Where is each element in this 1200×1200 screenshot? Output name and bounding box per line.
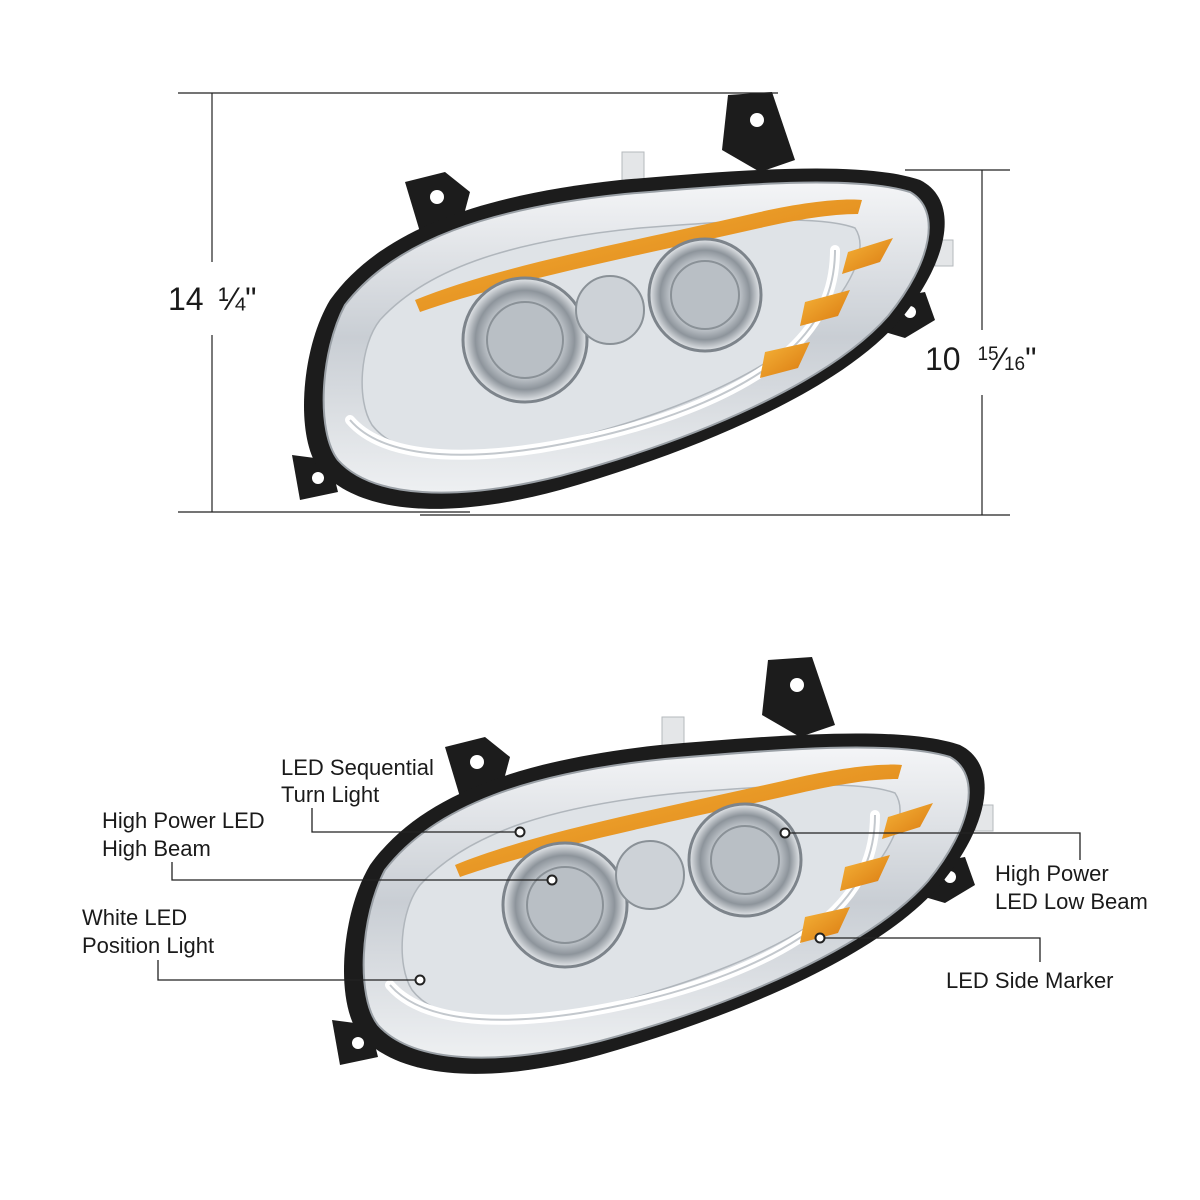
callout-position-light-line1: White LED — [82, 905, 187, 930]
depth-fraction-den: 16 — [1004, 354, 1025, 375]
callout-low-beam-line1: High Power — [995, 861, 1109, 886]
bottom-headlight-image — [332, 657, 993, 1074]
height-unit: " — [245, 281, 256, 317]
callout-turn-light-line2: Turn Light — [281, 782, 379, 807]
height-whole: 14 — [168, 281, 204, 317]
depth-dimension — [420, 169, 1010, 516]
height-dimension — [178, 92, 778, 513]
callout-dots — [414, 826, 826, 986]
callout-low-beam-line2: LED Low Beam — [995, 889, 1148, 914]
height-fraction: ¼ — [218, 281, 246, 317]
callout-high-beam-line2: High Beam — [102, 836, 211, 861]
callout-lines — [157, 808, 1081, 981]
callout-turn-light-line1: LED Sequential — [281, 755, 434, 780]
callout-high-beam-line1: High Power LED — [102, 808, 265, 833]
depth-unit: " — [1025, 341, 1036, 377]
height-label: 14 ¼" — [168, 281, 257, 317]
callout-side-marker: LED Side Marker — [946, 968, 1114, 993]
depth-label: 10 15⁄16" — [925, 341, 1036, 377]
top-headlight-image — [292, 92, 953, 509]
depth-fraction-num: 15 — [977, 344, 998, 365]
callout-position-light-line2: Position Light — [82, 933, 214, 958]
depth-whole: 10 — [925, 341, 961, 377]
